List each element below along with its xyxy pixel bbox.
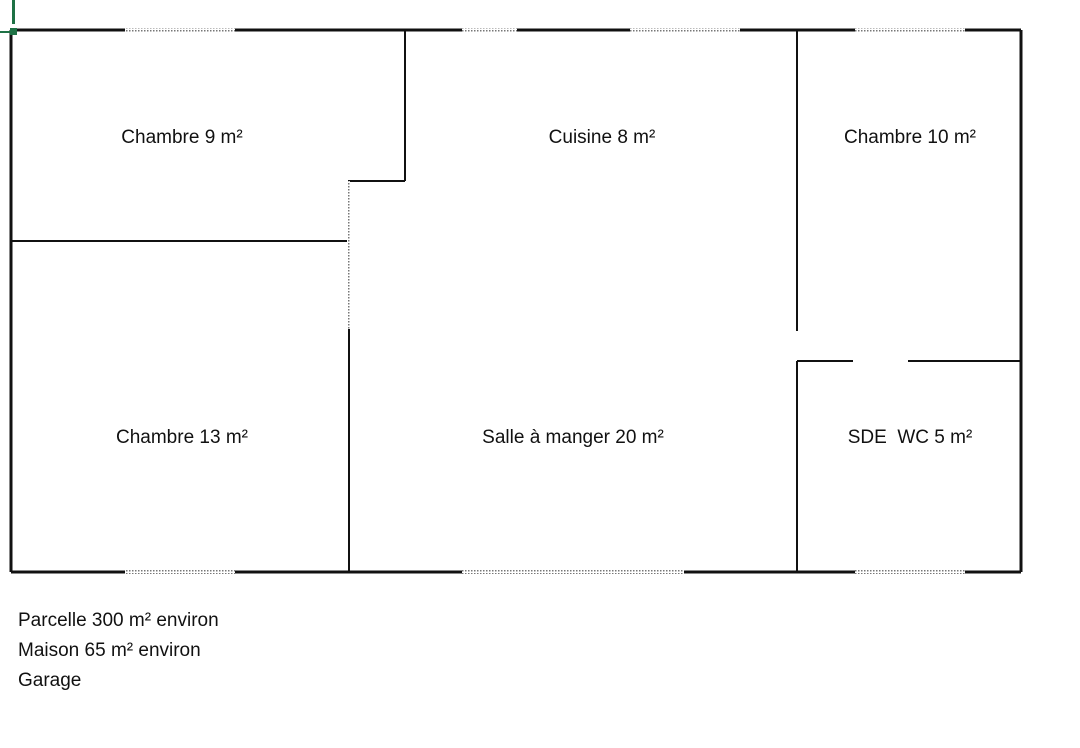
room-label-chambre-10: Chambre 10 m² (844, 127, 976, 148)
note-maison: Maison 65 m² environ (18, 640, 201, 661)
window (125, 570, 235, 574)
cell-selection-marker[interactable] (0, 0, 20, 40)
window (855, 570, 965, 574)
room-label-salle-a-manger: Salle à manger 20 m² (482, 427, 664, 448)
floor-plan: Chambre 9 m² Cuisine 8 m² Chambre 10 m² … (9, 28, 1023, 574)
outer-walls (9, 28, 1023, 574)
window (125, 28, 235, 32)
windows-top (125, 28, 965, 32)
note-garage: Garage (18, 670, 82, 691)
interior-walls (11, 30, 1021, 572)
window (462, 28, 517, 32)
room-label-chambre-9: Chambre 9 m² (121, 127, 242, 148)
windows-bottom (125, 570, 965, 574)
room-label-sde-wc: SDE WC 5 m² (848, 427, 973, 448)
room-label-chambre-13: Chambre 13 m² (116, 427, 248, 448)
room-label-cuisine: Cuisine 8 m² (549, 127, 656, 148)
notes-block: Parcelle 300 m² environ Maison 65 m² env… (18, 606, 219, 696)
window (855, 28, 965, 32)
partition-hatched (347, 181, 350, 329)
window (462, 570, 684, 574)
note-parcelle: Parcelle 300 m² environ (18, 610, 219, 631)
window (630, 28, 740, 32)
